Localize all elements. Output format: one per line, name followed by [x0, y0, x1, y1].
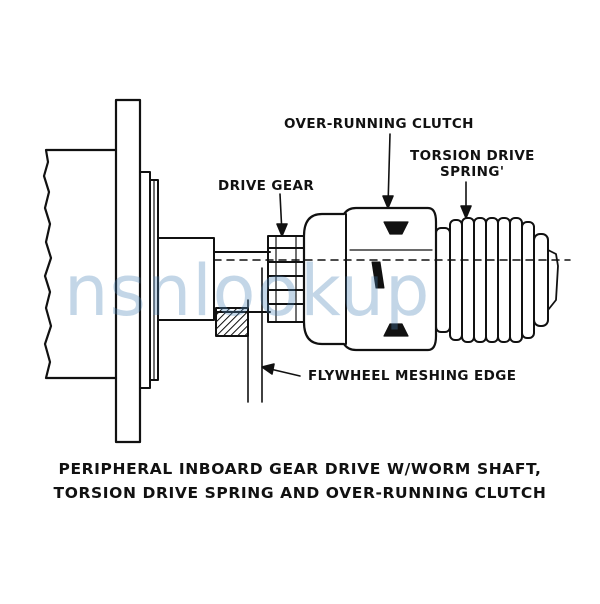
caption-line-1: PERIPHERAL INBOARD GEAR DRIVE W/WORM SHA… — [58, 460, 542, 478]
spring-label: SPRING' — [440, 164, 505, 180]
torsion-drive-label: TORSION DRIVE — [410, 148, 535, 164]
watermark: nsnlookup — [64, 250, 431, 332]
flywheel-meshing-edge-label: FLYWHEEL MESHING EDGE — [308, 368, 517, 384]
flywheel-tooth — [215, 267, 263, 403]
over-running-clutch-label: OVER-RUNNING CLUTCH — [284, 116, 474, 132]
torsion-drive-spring — [435, 217, 559, 343]
caption-line-2: TORSION DRIVE SPRING AND OVER-RUNNING CL… — [53, 484, 547, 502]
engine-block — [42, 148, 118, 380]
leader-lines — [261, 133, 472, 377]
over-running-clutch — [302, 206, 438, 352]
drive-gear-label: DRIVE GEAR — [218, 178, 315, 194]
